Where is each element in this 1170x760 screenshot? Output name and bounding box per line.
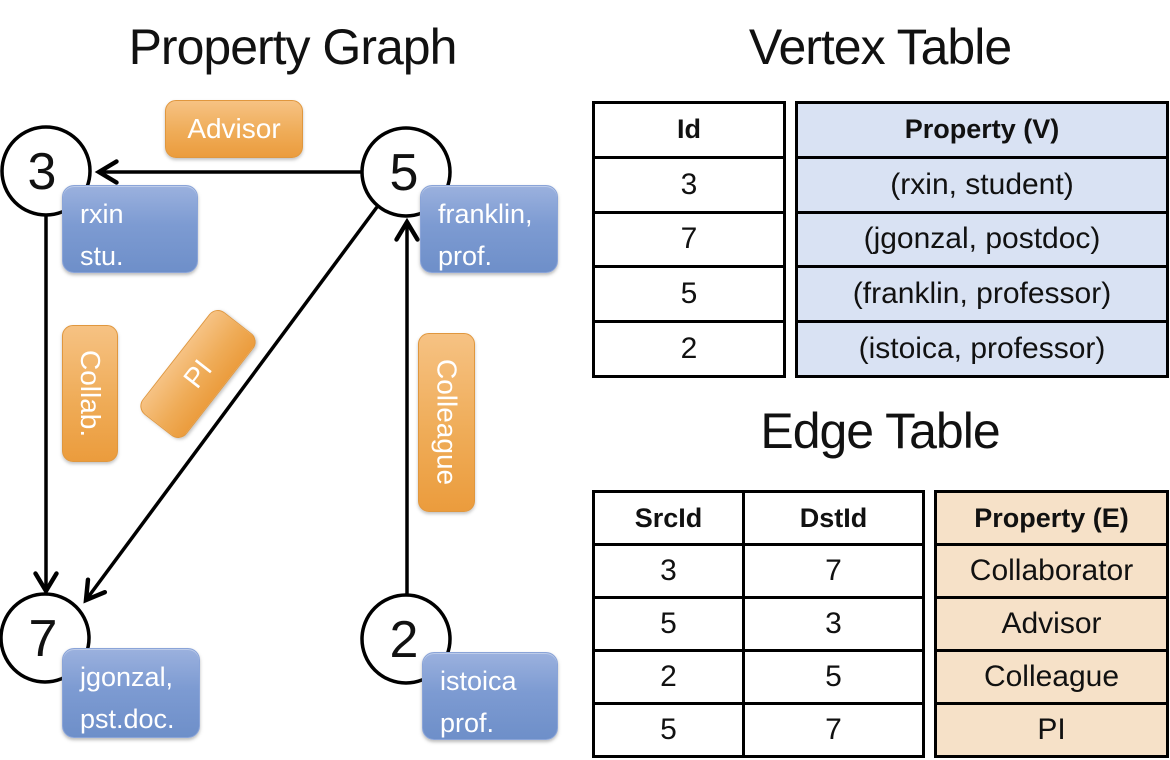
edge-table-dst-cell: 7 — [745, 546, 922, 599]
vertex-property-line: pst.doc. — [80, 703, 175, 734]
edge-table-dst-cell: 5 — [745, 652, 922, 705]
edge-table-property-cell: Collaborator — [937, 546, 1166, 599]
vertex-property-box-2: istoica prof. — [422, 652, 558, 740]
vertex-property-line: istoica — [440, 666, 517, 696]
vertex-property-box-3: rxin stu. — [62, 185, 198, 273]
edge-table-dst-cell: 3 — [745, 599, 922, 652]
vertex-property-line: rxin — [80, 199, 124, 229]
edge-table-property-header: Property (E) — [937, 493, 1166, 546]
edge-table-src-cell: 5 — [595, 599, 742, 652]
vertex-property-box-7: jgonzal, pst.doc. — [62, 648, 200, 738]
vertex-property-line: stu. — [80, 240, 124, 271]
edge-table-src-column: SrcId 3 5 2 5 — [595, 493, 742, 755]
vertex-table-id-cell: 5 — [595, 268, 783, 324]
vertex-table-property-cell: (franklin, professor) — [798, 268, 1166, 324]
vertex-id-3: 3 — [28, 143, 57, 201]
edge-table-src-cell: 5 — [660, 713, 677, 746]
edge-line-pi-5-to-7 — [83, 205, 379, 604]
vertex-id-2: 2 — [390, 611, 419, 669]
vertex-table-property-column: Property (V) (rxin, student) (jgonzal, p… — [795, 101, 1169, 378]
vertex-table-property-header: Property (V) — [798, 104, 1166, 159]
vertex-property-line: jgonzal, — [80, 662, 174, 692]
vertex-id-7: 7 — [29, 610, 58, 668]
property-graph-title: Property Graph — [128, 19, 458, 75]
edge-table-property-column: Property (E) Collaborator Advisor Collea… — [934, 490, 1169, 758]
vertex-table-id-cell: 3 — [595, 159, 783, 214]
vertex-table-property-cell: (jgonzal, postdoc) — [798, 213, 1166, 269]
edge-table-property-cell: PI — [937, 705, 1166, 755]
edge-table-property-cell: Advisor — [937, 599, 1166, 652]
vertex-table-id-header: Id — [595, 104, 783, 159]
vertex-id-5: 5 — [390, 144, 419, 202]
edge-label-collab: Collab. — [62, 325, 118, 462]
edge-table-src-cell: 2 — [595, 652, 742, 705]
edge-label-colleague: Colleague — [418, 333, 475, 512]
edge-table-src-header: SrcId — [595, 493, 742, 546]
vertex-property-line: prof. — [438, 240, 493, 271]
vertex-property-line: prof. — [440, 707, 495, 738]
edge-table-dst-cell: 7 — [825, 713, 842, 746]
vertex-table-title: Vertex Table — [748, 19, 1012, 75]
edge-table-title: Edge Table — [760, 403, 1000, 459]
vertex-property-box-5: franklin, prof. — [420, 185, 558, 273]
vertex-table-id-cell: 2 — [680, 332, 698, 366]
edge-table-property-cell: Colleague — [937, 652, 1166, 705]
vertex-table-id-cell: 7 — [595, 214, 783, 269]
edge-table-dst-header: DstId — [745, 493, 922, 546]
edge-label-advisor: Advisor — [165, 100, 303, 158]
vertex-table-property-cell: (istoica, professor) — [798, 323, 1166, 375]
vertex-table-property-cell: (rxin, student) — [798, 158, 1166, 214]
edge-table-id-columns: SrcId 3 5 2 5 DstId 7 3 5 7 — [592, 490, 925, 758]
vertex-table-id-column: Id 3 7 5 2 — [592, 101, 786, 378]
edge-table-dst-column: DstId 7 3 5 7 — [742, 493, 922, 755]
vertex-property-line: franklin, — [438, 199, 533, 229]
edge-table-src-cell: 3 — [595, 546, 742, 599]
